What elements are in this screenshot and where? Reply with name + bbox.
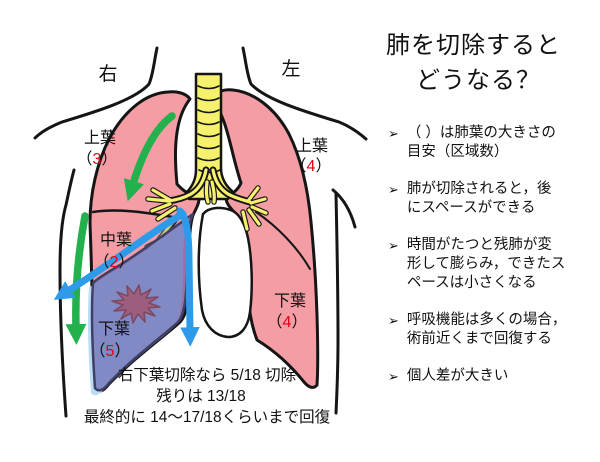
bullet-item-3: ➢ 時間がたつと残肺が変 形して膨らみ，できたス ペースは小さくなる bbox=[388, 236, 600, 293]
trachea bbox=[184, 72, 234, 201]
side-panel: 肺を切除すると どうなる？ bbox=[386, 28, 598, 98]
bullet-text: 時間がたつと残肺が変 形して膨らみ，できたス ペースは小さくなる bbox=[407, 236, 565, 293]
caption-line-3: 最終的に 14～17/18くらいまで回復 bbox=[84, 408, 331, 426]
label-right-middle-count: （2） bbox=[94, 253, 135, 271]
arrow-bullet-icon: ➢ bbox=[388, 369, 399, 384]
caption-block: 右下葉切除なら 5/18 切除 残りは 13/18 最終的に 14～17/18く… bbox=[84, 366, 331, 426]
torso-outline bbox=[33, 46, 368, 418]
bullet-text: 個人差が大きい bbox=[407, 367, 509, 386]
heart-shape bbox=[197, 206, 253, 339]
label-right-lower-lobe: 下葉 bbox=[98, 320, 130, 338]
arrow-bullet-icon: ➢ bbox=[388, 313, 399, 328]
oblique-fissure-line bbox=[255, 211, 311, 270]
caption-line-1: 右下葉切除なら 5/18 切除 bbox=[118, 366, 297, 384]
tumor-starburst-icon bbox=[111, 284, 161, 324]
blue-arrow bbox=[53, 207, 200, 347]
blue-arrow-left bbox=[53, 210, 187, 300]
bullet-item-1: ➢ （ ）は肺葉の大きさの 目安（区域数） bbox=[388, 124, 600, 162]
bullet-line: （ ）は肺葉の大きさの bbox=[406, 125, 556, 141]
side-right-line bbox=[334, 192, 340, 415]
bullet-line: 形して膨らみ，できたス bbox=[406, 256, 566, 272]
bullet-line: にスペースができる bbox=[406, 200, 536, 216]
neck-shoulder-right-line bbox=[241, 46, 368, 141]
label-left-upper-lobe: 上葉 bbox=[296, 137, 328, 155]
side-left-line bbox=[58, 168, 76, 418]
bullet-line: 肺が切除されると，後 bbox=[406, 181, 552, 197]
horizontal-fissure-line bbox=[91, 209, 180, 220]
bullet-line: ペースは小さくなる bbox=[406, 275, 537, 291]
bullet-item-2: ➢ 肺が切除されると，後 にスペースができる bbox=[388, 180, 600, 218]
label-right-upper-lobe: 上葉 bbox=[84, 129, 116, 147]
bullet-line: 個人差が大きい bbox=[406, 368, 509, 384]
label-side-left: 左 bbox=[281, 58, 300, 80]
green-arrow-upper bbox=[123, 112, 176, 202]
fissure-lines bbox=[91, 209, 311, 270]
bullet-line: 時間がたつと残肺が変 bbox=[406, 237, 552, 253]
label-right-middle-lobe: 中葉 bbox=[100, 231, 132, 249]
bullet-line: 呼吸機能は多くの場合， bbox=[406, 312, 567, 328]
caption-line-2: 残りは 13/18 bbox=[156, 387, 246, 405]
slide-title-line2: どうなる？ bbox=[416, 67, 541, 94]
arrow-bullet-icon: ➢ bbox=[388, 238, 399, 253]
bronchi bbox=[145, 166, 269, 232]
green-arrows bbox=[65, 112, 176, 345]
bullet-item-4: ➢ 呼吸機能は多くの場合， 術前近くまで回復する bbox=[388, 311, 600, 349]
trachea-cartilage-rings bbox=[197, 85, 221, 174]
slide-title: 肺を切除すると どうなる？ bbox=[386, 28, 598, 98]
left-lung-shape bbox=[209, 88, 320, 389]
armpit-right-line bbox=[331, 188, 357, 229]
label-right-lower-count: （5） bbox=[90, 342, 131, 360]
arrow-bullet-icon: ➢ bbox=[388, 182, 399, 197]
bullet-item-5: ➢ 個人差が大きい bbox=[388, 367, 600, 386]
slide-title-line1: 肺を切除すると bbox=[386, 32, 561, 59]
label-right-upper-count: （3） bbox=[77, 150, 118, 168]
label-left-lower-count: （4） bbox=[267, 313, 308, 331]
bullet-line: 術前近くまで回復する bbox=[406, 331, 552, 347]
bullet-text: 呼吸機能は多くの場合， 術前近くまで回復する bbox=[407, 311, 567, 349]
green-arrow-left bbox=[65, 212, 89, 345]
bullet-text: （ ）は肺葉の大きさの 目安（区域数） bbox=[407, 124, 556, 162]
bullet-text: 肺が切除されると，後 にスペースができる bbox=[407, 180, 551, 218]
neck-shoulder-left-line bbox=[33, 46, 159, 140]
label-left-lower-lobe: 下葉 bbox=[274, 292, 306, 310]
label-left-upper-count: （4） bbox=[291, 157, 332, 175]
label-side-right: 右 bbox=[98, 63, 117, 85]
arrow-bullet-icon: ➢ bbox=[388, 126, 399, 141]
bullet-line: 目安（区域数） bbox=[406, 144, 509, 160]
bullet-list: ➢ （ ）は肺葉の大きさの 目安（区域数） ➢ 肺が切除されると，後 にスペース… bbox=[388, 124, 600, 404]
